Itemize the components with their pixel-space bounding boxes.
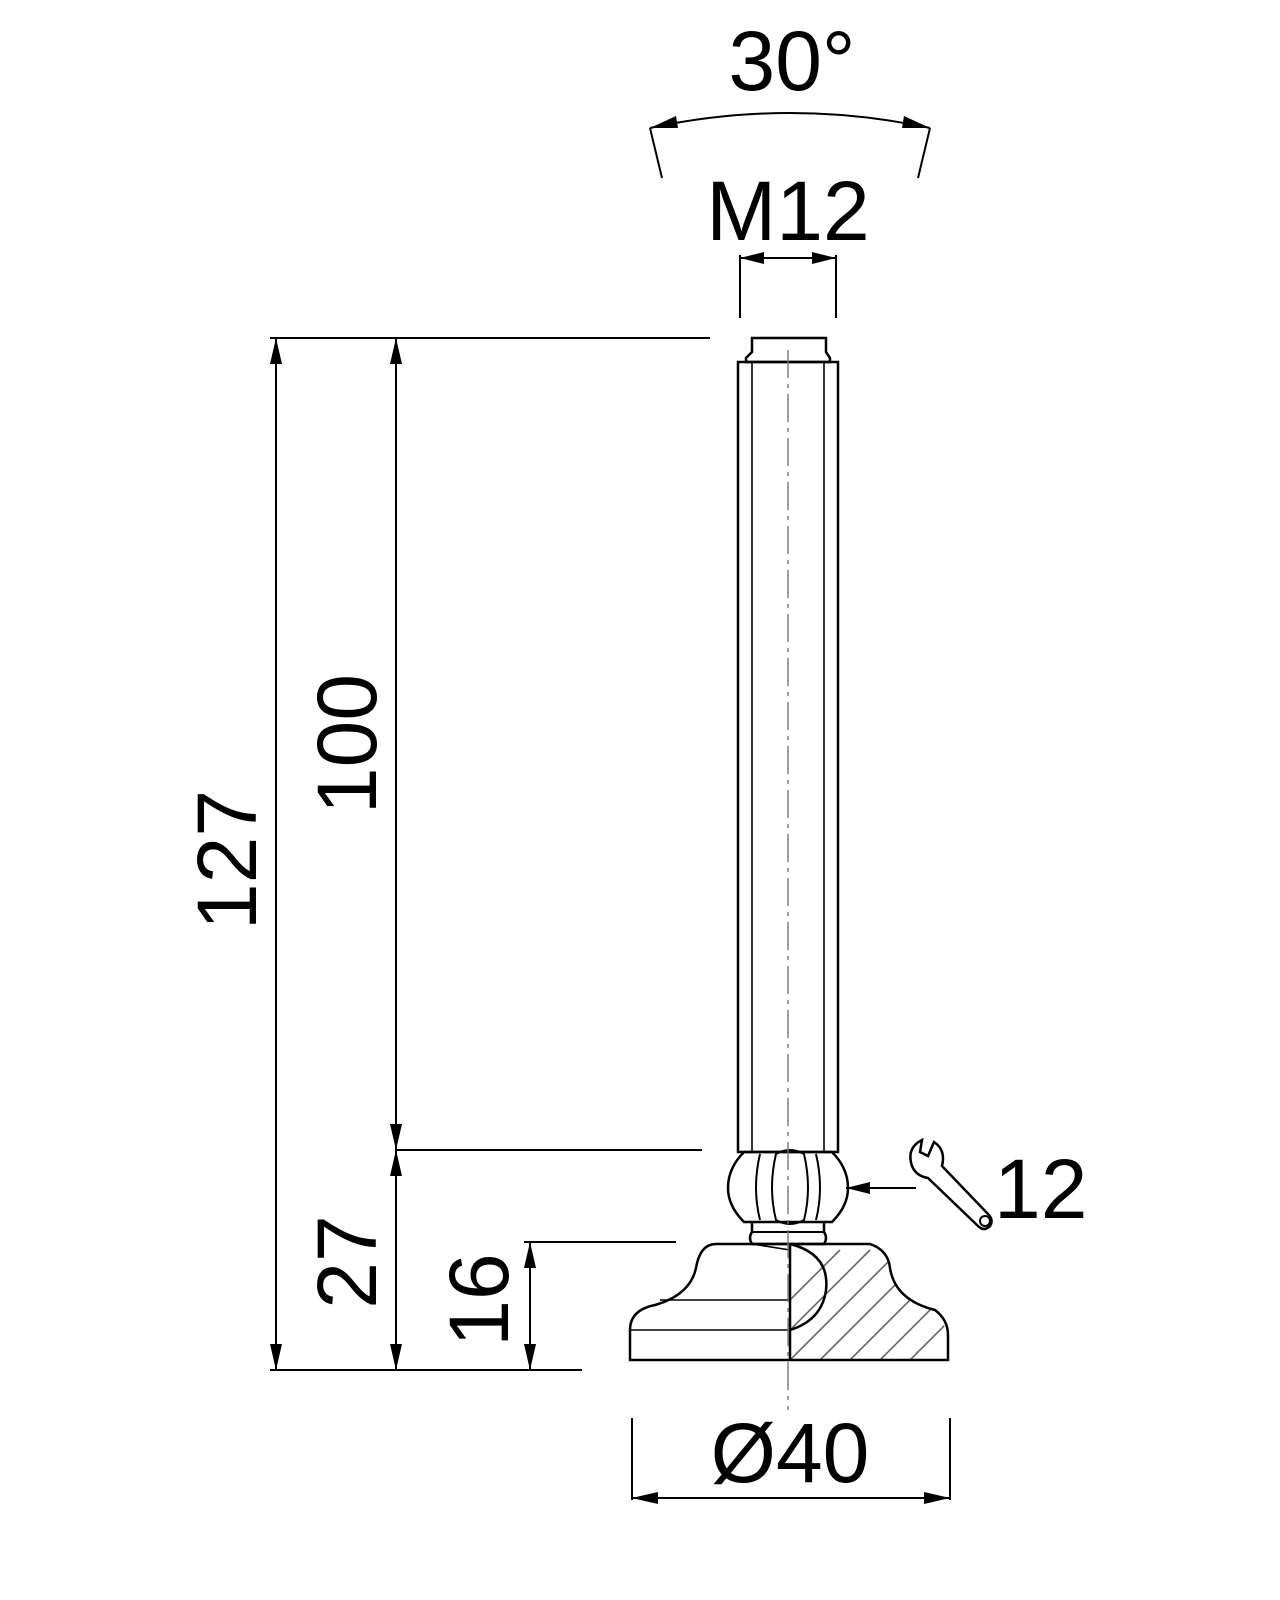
total-height-dimension: 127 <box>180 337 710 1371</box>
thread-label: M12 <box>706 164 869 258</box>
angle-label: 30° <box>728 14 855 108</box>
pad-height-label: 16 <box>432 1253 526 1346</box>
base-height-dimension: 27 <box>300 1150 402 1370</box>
hex-nut <box>726 1149 850 1225</box>
wrench-size-label: 12 <box>994 1142 1087 1236</box>
wrench-icon <box>909 1137 993 1231</box>
base-diameter-dimension: Ø40 <box>631 1406 951 1504</box>
base-foot <box>628 1242 950 1362</box>
base-diameter-label: Ø40 <box>711 1406 870 1500</box>
wrench-size-callout: 12 <box>846 1137 1087 1236</box>
base-height-label: 27 <box>300 1215 394 1308</box>
thread-length-label: 100 <box>300 674 394 814</box>
total-height-label: 127 <box>180 790 274 930</box>
pad-height-dimension: 16 <box>432 1241 676 1370</box>
angle-dimension: 30° <box>649 14 931 179</box>
thread-dimension: M12 <box>706 164 870 318</box>
thread-length-dimension: 100 <box>300 338 702 1151</box>
